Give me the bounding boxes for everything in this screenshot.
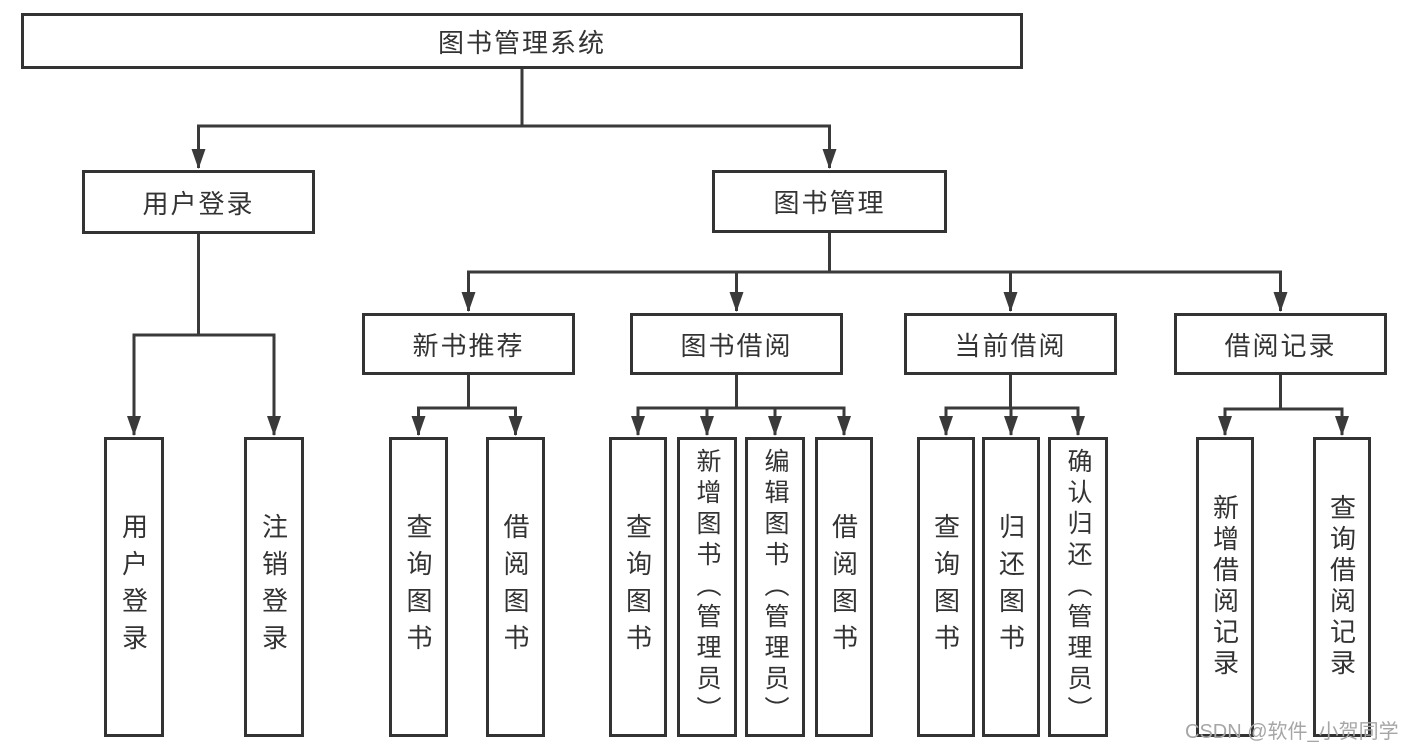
leaf-bb-edit-book-label: 编辑图书（管理员） <box>761 447 789 727</box>
connector-root-to-level2 <box>191 69 837 169</box>
connector-user-login-children <box>127 234 281 436</box>
leaf-br-add-record: 新增借阅记录 <box>1196 437 1254 737</box>
node-borrow-record: 借阅记录 <box>1174 313 1387 375</box>
node-root: 图书管理系统 <box>21 13 1023 69</box>
leaf-cb-confirm-return: 确认归还（管理员） <box>1048 437 1108 737</box>
node-book-mgmt: 图书管理 <box>712 170 947 233</box>
leaf-bb-borrow-book-label: 借阅图书 <box>828 513 859 661</box>
connector-new-book-children <box>411 375 523 436</box>
node-current-borrow: 当前借阅 <box>904 313 1117 375</box>
leaf-cb-query-book-label: 查询图书 <box>930 513 961 661</box>
leaf-nb-query-book: 查询图书 <box>389 437 448 737</box>
leaf-logout: 注销登录 <box>244 437 304 737</box>
leaf-cb-confirm-return-label: 确认归还（管理员） <box>1064 447 1092 727</box>
connector-book-borrow-children <box>631 375 851 436</box>
leaf-bb-add-book-label: 新增图书（管理员） <box>693 447 721 727</box>
leaf-bb-query-book-label: 查询图书 <box>622 513 653 661</box>
node-borrow-record-label: 借阅记录 <box>1224 330 1337 361</box>
node-new-book-rec-label: 新书推荐 <box>412 330 525 361</box>
leaf-bb-query-book: 查询图书 <box>609 437 667 737</box>
leaf-bb-edit-book: 编辑图书（管理员） <box>745 437 805 737</box>
leaf-cb-return-book-label: 归还图书 <box>995 513 1026 661</box>
leaf-bb-add-book: 新增图书（管理员） <box>677 437 737 737</box>
node-book-borrow-label: 图书借阅 <box>680 330 793 361</box>
leaf-nb-query-book-label: 查询图书 <box>403 513 433 661</box>
leaf-bb-borrow-book: 借阅图书 <box>815 437 873 737</box>
connector-current-borrow-children <box>939 375 1085 436</box>
node-user-login: 用户登录 <box>82 170 315 234</box>
leaf-user-login-label: 用户登录 <box>118 513 149 661</box>
node-root-label: 图书管理系统 <box>437 27 606 58</box>
leaf-br-query-record-label: 查询借阅记录 <box>1326 494 1357 680</box>
leaf-user-login: 用户登录 <box>104 437 164 737</box>
leaf-cb-return-book: 归还图书 <box>982 437 1040 737</box>
leaf-cb-query-book: 查询图书 <box>917 437 975 737</box>
connector-borrow-record-children <box>1218 375 1349 436</box>
leaf-br-add-record-label: 新增借阅记录 <box>1209 494 1240 680</box>
leaf-logout-label: 注销登录 <box>258 513 289 661</box>
connector-book-mgmt-children <box>461 233 1288 312</box>
node-user-login-label: 用户登录 <box>142 188 255 219</box>
leaf-nb-borrow-book: 借阅图书 <box>486 437 545 737</box>
leaf-br-query-record: 查询借阅记录 <box>1313 437 1371 737</box>
leaf-nb-borrow-book-label: 借阅图书 <box>500 513 530 661</box>
node-book-mgmt-label: 图书管理 <box>773 188 886 218</box>
node-current-borrow-label: 当前借阅 <box>954 330 1067 361</box>
node-book-borrow: 图书借阅 <box>630 313 843 375</box>
node-new-book-rec: 新书推荐 <box>362 313 575 375</box>
csdn-watermark: CSDN @软件_小贺同学 <box>1185 721 1399 743</box>
